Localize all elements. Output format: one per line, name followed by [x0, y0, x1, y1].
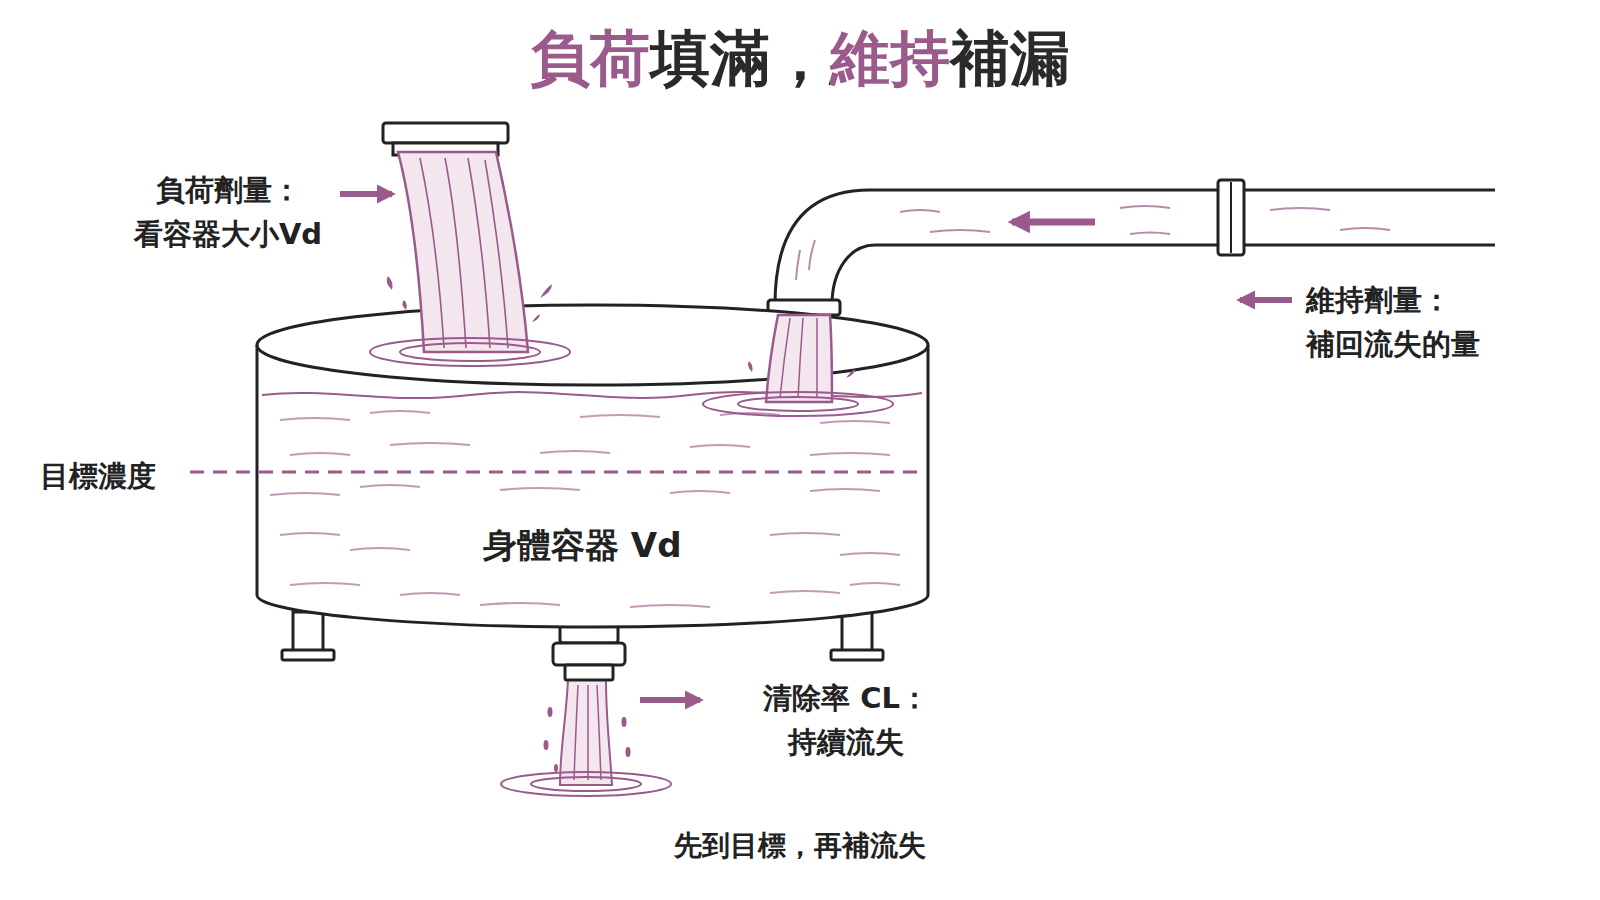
maintenance-dose-label: 維持劑量： 補回流失的量 [1306, 278, 1516, 366]
tank-outline [250, 295, 940, 635]
body-container-tank: 身體容器 Vd [250, 295, 940, 635]
outlet-valve [501, 625, 671, 796]
load-stream [370, 152, 570, 366]
leader-arrow [640, 697, 700, 703]
maintenance-stream [703, 315, 893, 416]
clearance-label: 清除率 CL： 持續流失 [726, 676, 966, 764]
load-pipe-flange [383, 123, 508, 143]
leader-arrow [340, 191, 392, 197]
load-dose-label: 負荷劑量： 看容器大小Vd [118, 168, 338, 256]
target-line [190, 471, 918, 474]
diagram-title: 負荷填滿，維持補漏 [530, 18, 1070, 98]
leader-arrow [1240, 297, 1292, 303]
container-name: 身體容器 Vd [483, 522, 682, 568]
target-concentration-label: 目標濃度 [40, 454, 156, 498]
diagram-caption: 先到目標，再補流失 [674, 826, 926, 866]
load-pipe-neck [393, 143, 498, 155]
